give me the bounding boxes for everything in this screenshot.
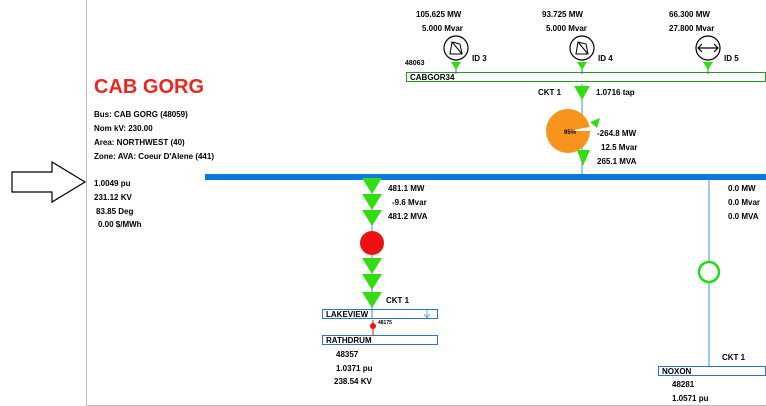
- transformer-tap: 1.0716 tap: [596, 88, 635, 97]
- station-title: CAB GORG: [94, 76, 204, 98]
- bus-price-value: 0.00 $/MWh: [98, 220, 142, 229]
- transformer-mva: 265.1 MVA: [597, 157, 637, 166]
- upper-bus-number: 48063: [405, 60, 425, 67]
- flow-arrow-icon: [590, 118, 600, 128]
- pointer-arrow-icon: [11, 160, 87, 204]
- rathdrum-pu: 1.0371 pu: [336, 364, 373, 373]
- gen-3-mvar: 5.000 Mvar: [422, 24, 463, 33]
- transformer-loading-percent: 95%: [564, 130, 577, 136]
- gen-4-mw: 93.725 MW: [542, 10, 583, 19]
- noxon-pu: 1.0571 pu: [672, 394, 709, 403]
- rathdrum-line-mva: 481.2 MVA: [388, 212, 428, 221]
- transformer-mvar: 12.5 Mvar: [601, 143, 638, 152]
- gen-5-mw: 66.300 MW: [669, 10, 710, 19]
- rathdrum-kv: 238.54 KV: [334, 377, 372, 386]
- flow-arrow-icon: [362, 210, 382, 226]
- flow-arrow-icon: [362, 178, 382, 194]
- gen-3-mw: 105.625 MW: [416, 10, 462, 19]
- bus-label: Bus: CAB GORG (48059): [94, 110, 188, 119]
- rathdrum-line-mw: 481.1 MW: [388, 184, 425, 193]
- noxon-line-mvar: 0.0 Mvar: [728, 198, 761, 207]
- rathdrum-line-ckt: CKT 1: [386, 296, 410, 305]
- flow-arrow-icon: [451, 62, 461, 70]
- flow-arrow-icon: [703, 62, 713, 70]
- gen-4-id[interactable]: ID 4: [598, 54, 613, 63]
- generator-icon[interactable]: [443, 35, 469, 61]
- breaker-small-icon[interactable]: [370, 323, 376, 329]
- transformer-ckt: CKT 1: [538, 88, 562, 97]
- rathdrum-bus[interactable]: RATHDRUM: [322, 335, 438, 345]
- flow-arrow-icon: [362, 274, 382, 290]
- upper-bus-cabgor34[interactable]: CABGOR34: [406, 72, 766, 82]
- bus-pu-value: 1.0049 pu: [94, 179, 131, 188]
- rathdrum-number: 48357: [336, 350, 359, 359]
- gen-4-mvar: 5.000 Mvar: [546, 24, 587, 33]
- bus-angle-value: 83.85 Deg: [96, 207, 134, 216]
- noxon-line-mva: 0.0 MVA: [728, 212, 759, 221]
- rathdrum-line-mvar: -9.6 Mvar: [392, 198, 427, 207]
- area-label: Area: NORTHWEST (40): [94, 138, 185, 147]
- flow-arrow-icon: [362, 258, 382, 274]
- generator-icon[interactable]: [695, 35, 721, 61]
- nom-kv-label: Nom kV: 230.00: [94, 124, 153, 133]
- gen-3-id[interactable]: ID 3: [472, 54, 487, 63]
- noxon-bus[interactable]: NOXON: [658, 366, 766, 376]
- noxon-number: 48281: [672, 380, 695, 389]
- main-bus-bar[interactable]: [205, 174, 766, 180]
- breaker-closed-icon[interactable]: [360, 231, 384, 255]
- gen-5-id[interactable]: ID 5: [724, 54, 739, 63]
- pie-empty-slice: [568, 127, 590, 131]
- zone-label: Zone: AVA: Coeur D'Alene (441): [94, 152, 214, 161]
- flow-arrow-icon: [577, 62, 587, 70]
- bus-kv-value: 231.12 KV: [94, 193, 132, 202]
- lakeview-bus[interactable]: LAKEVIEW: [322, 309, 438, 319]
- noxon-line-mw: 0.0 MW: [728, 184, 756, 193]
- flow-arrow-icon: [574, 86, 590, 100]
- flow-arrow-icon: [362, 292, 382, 308]
- lakeview-number: 48175: [378, 320, 392, 326]
- breaker-open-icon[interactable]: [697, 260, 721, 284]
- generator-icon[interactable]: [569, 35, 595, 61]
- noxon-line-ckt: CKT 1: [722, 353, 746, 362]
- flow-arrow-icon: [362, 194, 382, 210]
- gen-5-mvar: 27.800 Mvar: [669, 24, 715, 33]
- transformer-mw: -264.8 MW: [597, 129, 637, 138]
- flow-arrow-icon: [577, 150, 590, 166]
